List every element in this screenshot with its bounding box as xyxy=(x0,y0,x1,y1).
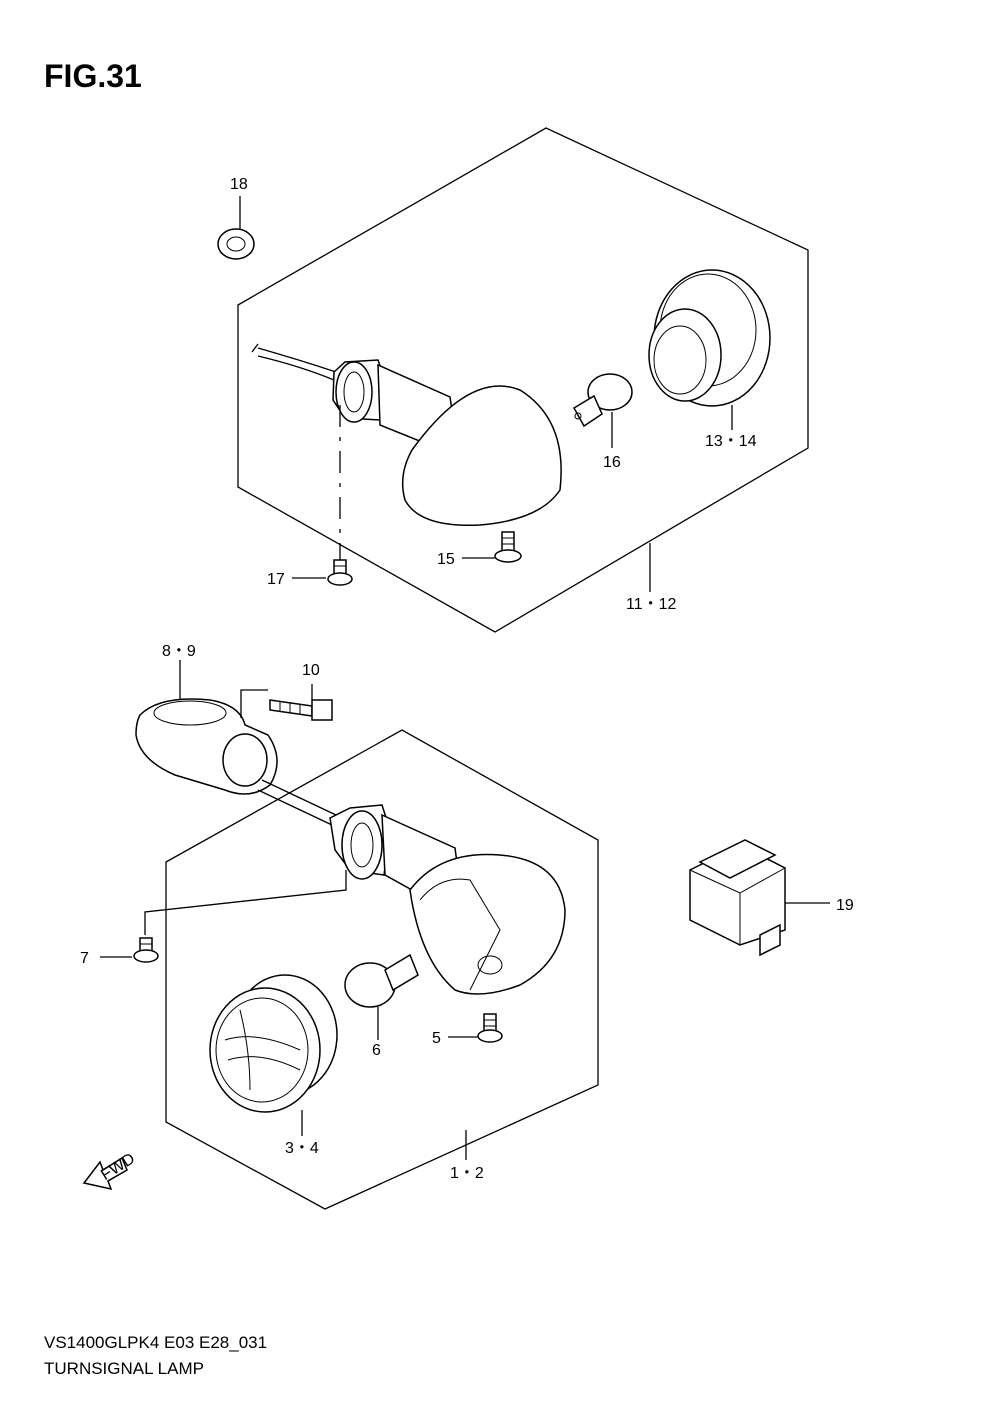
relay-19 xyxy=(689,839,830,957)
label-16: 16 xyxy=(603,454,621,471)
upper-assembly-outline xyxy=(237,127,809,633)
label-1-2: 1・2 xyxy=(450,1165,484,1182)
upper-lamp-housing xyxy=(251,343,562,560)
label-13-14: 13・14 xyxy=(705,433,757,450)
label-3-4: 3・4 xyxy=(285,1140,319,1157)
fwd-arrow-icon: FWD xyxy=(82,1150,138,1191)
label-10: 10 xyxy=(302,662,320,679)
grommet-18 xyxy=(217,196,255,260)
label-11-12: 11・12 xyxy=(626,596,677,613)
bracket-8-9 xyxy=(135,660,278,795)
lens-3-4 xyxy=(209,974,338,1136)
label-8-9: 8・9 xyxy=(162,643,196,660)
screw-5 xyxy=(448,1013,503,1043)
label-6: 6 xyxy=(372,1042,381,1059)
bulb-16 xyxy=(572,373,633,448)
label-19: 19 xyxy=(836,897,854,914)
figure-code: VS1400GLPK4 E03 E28_031 xyxy=(44,1333,268,1352)
label-18: 18 xyxy=(230,176,248,193)
screw-15 xyxy=(462,531,522,563)
figure-title: FIG.31 xyxy=(44,58,142,94)
lower-assembly-outline xyxy=(165,729,599,1210)
screw-17 xyxy=(292,559,353,586)
label-15: 15 xyxy=(437,551,455,568)
screw-7 xyxy=(100,937,159,963)
label-17: 17 xyxy=(267,571,285,588)
label-5: 5 xyxy=(432,1030,441,1047)
figure-name: TURNSIGNAL LAMP xyxy=(44,1359,204,1378)
label-7: 7 xyxy=(80,950,89,967)
lens-13-14 xyxy=(648,269,771,430)
bulb-6 xyxy=(344,953,419,1040)
fwd-label: FWD xyxy=(98,1150,138,1184)
bolt-10 xyxy=(269,684,333,721)
lower-lamp-housing xyxy=(144,779,566,995)
